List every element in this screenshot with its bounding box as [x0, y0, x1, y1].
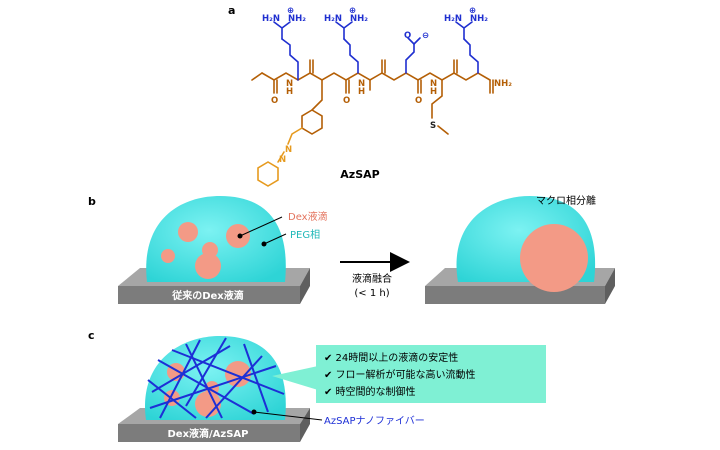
fiber-pointer-line [253, 411, 323, 421]
svg-text:O: O [415, 96, 422, 106]
carbonyl-bond-4 [381, 59, 386, 74]
svg-text:NH₂: NH₂ [470, 14, 488, 24]
fiber-label: AzSAPナノファイバー [324, 415, 425, 427]
dex-pointer-line [239, 216, 283, 237]
svg-text:N: N [286, 79, 293, 89]
svg-text:NH₂: NH₂ [350, 14, 368, 24]
svg-text:⊕: ⊕ [287, 6, 294, 16]
svg-text:⊕: ⊕ [469, 6, 476, 16]
carbonyl-bond-5 [417, 79, 422, 94]
peg-phase-label: PEG相 [290, 228, 320, 241]
svg-text:O: O [271, 96, 278, 106]
svg-text:H: H [286, 87, 293, 97]
panel-c-label: c [88, 329, 95, 342]
svg-text:H₂N: H₂N [444, 14, 462, 24]
glu-sidechain [405, 43, 415, 74]
callout-tail [272, 366, 318, 390]
svg-text:NH₂: NH₂ [494, 79, 512, 89]
molecule-name: AzSAP [340, 168, 379, 181]
arg-sidechain-2 [343, 38, 359, 74]
azobenzene-ring [257, 161, 279, 187]
dex-droplet [178, 222, 198, 242]
svg-text:O: O [404, 31, 411, 41]
dex-droplet [195, 391, 221, 417]
carbonyl-bond-3 [345, 79, 350, 94]
plate-label-azsap: Dex液滴/AzSAP [167, 427, 248, 440]
structure-atom-labels: H₂N NH₂ ⊕ H₂N NH₂ ⊕ H₂N NH₂ ⊕ ⊖ O N H N … [262, 6, 512, 165]
dex-droplet-label: Dex液滴 [288, 210, 328, 223]
svg-text:H: H [358, 87, 365, 97]
arrow-label-bottom: (< 1 h) [354, 288, 389, 299]
panel-a-label: a [228, 4, 235, 17]
macro-dex-phase [520, 224, 588, 292]
checklist-item: ✔ 24時間以上の液滴の安定性 [324, 351, 458, 364]
svg-text:⊖: ⊖ [422, 31, 429, 41]
svg-text:N: N [430, 79, 437, 89]
svg-text:H₂N: H₂N [262, 14, 280, 24]
checklist-item: ✔ フロー解析が可能な高い流動性 [324, 368, 476, 381]
svg-text:⊕: ⊕ [349, 6, 356, 16]
peptide-backbone [261, 72, 491, 81]
callout-box [316, 345, 546, 403]
svg-text:S: S [430, 121, 436, 131]
checklist-item: ✔ 時空間的な制御性 [324, 385, 416, 398]
carbonyl-bond-6 [453, 59, 458, 74]
carbonyl-bond-2 [309, 59, 314, 74]
peg-phase-dome [146, 196, 286, 282]
azsap-nanofiber-network [147, 337, 285, 419]
arg-sidechain-1 [281, 38, 299, 81]
svg-text:N: N [285, 145, 292, 155]
panel-b-label: b [88, 195, 96, 208]
arrow-label-top: 液滴融合 [352, 272, 392, 285]
dex-droplet [195, 253, 221, 279]
dex-droplet [161, 249, 175, 263]
azsap-structure [251, 21, 494, 187]
svg-text:N: N [358, 79, 365, 89]
plate-label-conventional: 従来のDex液滴 [171, 289, 244, 302]
svg-text:O: O [343, 96, 350, 106]
arg-sidechain-3 [463, 38, 479, 74]
svg-text:NH₂: NH₂ [288, 14, 306, 24]
carbonyl-bond-1 [273, 79, 278, 94]
svg-text:H: H [430, 87, 437, 97]
peg-pointer-line [263, 233, 287, 245]
svg-text:H₂N: H₂N [324, 14, 342, 24]
peg-phase-dome-azsap [145, 336, 286, 420]
carbonyl-bond-7 [489, 79, 494, 94]
macro-phase-label: マクロ相分離 [536, 194, 596, 207]
svg-text:N: N [279, 155, 286, 165]
